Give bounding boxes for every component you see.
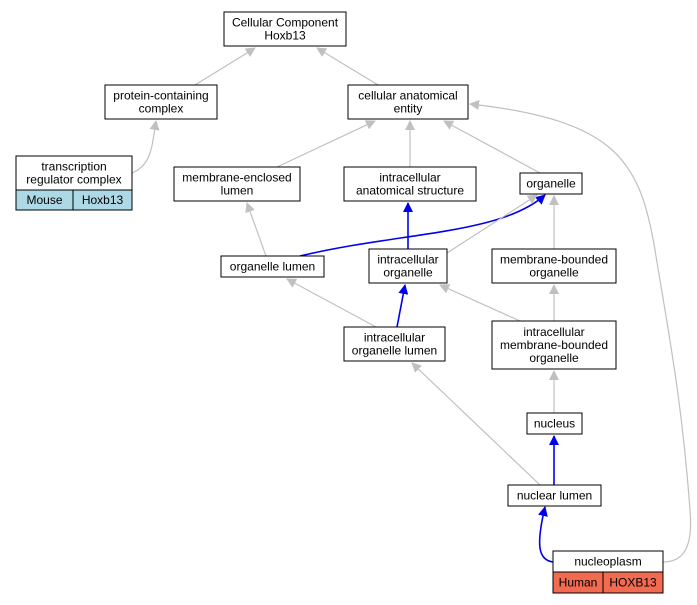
node-label-line: protein-containing	[113, 89, 208, 103]
node-box	[491, 320, 617, 370]
node-label-line: membrane-bounded	[500, 253, 608, 267]
node-label-line: Hoxb13	[264, 29, 306, 43]
node-label-line: Cellular Component	[232, 16, 339, 30]
edge-intracellular-organelle-lumen-to-intracellular-organelle	[396, 284, 409, 328]
node-box	[519, 172, 583, 195]
node-box	[343, 166, 477, 202]
node-label-line: organelle	[526, 177, 576, 191]
node-box	[15, 155, 133, 191]
node-label-line: lumen	[221, 184, 254, 198]
node-box	[173, 166, 301, 202]
node-label-line: transcription	[41, 160, 106, 174]
node-label-line: organelle	[529, 351, 579, 365]
node-box	[223, 11, 347, 47]
edge-nucleoplasm-to-cellular-anatomical-entity	[469, 100, 692, 563]
node-box	[343, 326, 446, 362]
node-label-line: anatomical structure	[356, 184, 464, 198]
edge-organelle-lumen-to-membrane-enclosed-lumen	[245, 202, 267, 257]
mouse-gene-cell	[72, 189, 133, 211]
node-label-line: complex	[139, 102, 184, 116]
node-label-line: nucleoplasm	[574, 555, 641, 569]
node-label-line: membrane-bounded	[500, 338, 608, 352]
node-box	[491, 248, 617, 284]
node-box	[526, 412, 583, 435]
edge-intracellular-organelle-to-organelle	[446, 194, 538, 254]
node-label-line: intracellular	[523, 325, 584, 339]
node-nuclear-lumen[interactable]: nuclear lumen	[507, 484, 602, 507]
edge-nuclear-lumen-to-intracellular-organelle-lumen	[411, 362, 541, 486]
node-label-line: nucleus	[534, 417, 575, 431]
node-organelle-lumen[interactable]: organelle lumen	[220, 255, 325, 278]
node-label-line: organelle	[383, 266, 433, 280]
node-box	[220, 255, 325, 278]
human-species-label: Human	[559, 576, 598, 590]
node-box	[104, 84, 218, 120]
edge-cellular-anatomical-entity-to-root	[316, 47, 379, 86]
node-label-line: entity	[394, 102, 423, 116]
node-label-line: organelle lumen	[352, 344, 437, 358]
node-box	[347, 84, 469, 120]
edge-nucleoplasm-to-nuclear-lumen	[538, 506, 554, 563]
node-label-line: intracellular	[379, 171, 440, 185]
node-organelle[interactable]: organelle	[519, 172, 583, 195]
node-label-line: intracellular	[364, 331, 425, 345]
human-gene-label: HOXB13	[609, 576, 657, 590]
node-box	[507, 484, 602, 507]
edge-organelle-to-cellular-anatomical-entity	[443, 120, 541, 174]
human-annotation-row: Human HOXB13	[552, 571, 664, 594]
node-label-line: membrane-enclosed	[182, 171, 291, 185]
edge-protein-complex-to-root	[194, 47, 256, 86]
node-label-line: organelle lumen	[230, 260, 315, 274]
edge-transcription-regulator-complex-to-protein-complex	[131, 120, 160, 174]
nodes-layer: Cellular ComponentHoxb13protein-containi…	[15, 11, 664, 594]
node-box	[368, 248, 448, 284]
human-gene-cell	[602, 571, 664, 594]
mouse-annotation-row: Mouse Hoxb13	[15, 189, 133, 211]
node-label-line: intracellular	[377, 253, 438, 267]
node-label-line: organelle	[529, 266, 579, 280]
edge-intracellular-membrane-bounded-organelle-to-intracellular-organelle	[439, 284, 521, 322]
edge-membrane-enclosed-lumen-to-cellular-anatomical-entity	[276, 120, 376, 168]
edges-layer	[131, 47, 692, 563]
node-label-line: cellular anatomical	[358, 89, 457, 103]
node-label-line: regulator complex	[26, 173, 121, 187]
node-nucleus[interactable]: nucleus	[526, 412, 583, 435]
edge-intracellular-organelle-lumen-to-organelle-lumen	[286, 278, 377, 328]
edge-organelle-lumen-to-organelle	[299, 194, 546, 257]
mouse-gene-label: Hoxb13	[82, 193, 124, 207]
mouse-species-label: Mouse	[26, 193, 62, 207]
node-label-line: nuclear lumen	[517, 489, 592, 503]
